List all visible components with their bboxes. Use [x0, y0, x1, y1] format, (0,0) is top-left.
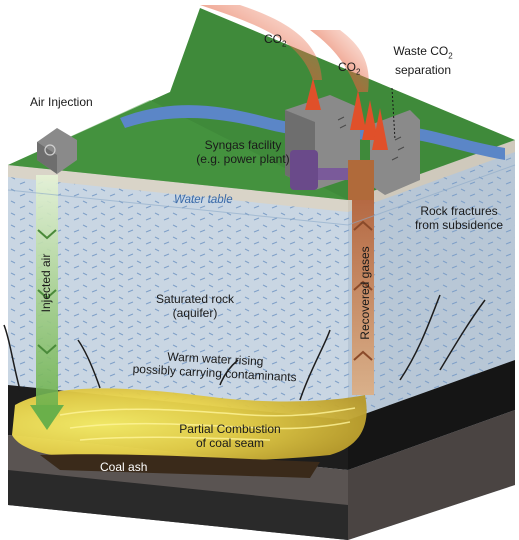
grass-highlight	[8, 100, 348, 200]
smoke-plume-left	[200, 5, 322, 80]
facility-pipe	[318, 168, 348, 180]
waste-co2-leader-line	[391, 87, 396, 141]
injected-air-arrowhead	[30, 405, 64, 430]
water-table-label: Water table	[174, 194, 233, 206]
partial-combustion-label: Partial Combustion of coal seam	[179, 422, 281, 450]
recovered-gases-label: Recovered gases	[358, 246, 372, 340]
soil-front	[8, 165, 348, 212]
recovery-well	[352, 175, 374, 395]
recovered-gases-shaft	[352, 175, 374, 395]
smoke-plume-right	[310, 30, 369, 92]
combustion-streaks	[59, 407, 356, 441]
coal-seam-side	[348, 360, 515, 470]
waste-co2-label: Waste CO2 separation	[393, 44, 453, 78]
rock-fractures	[3, 294, 486, 401]
saturated-rock-label: Saturated rock (aquifer)	[155, 292, 235, 320]
smokestack-2	[350, 90, 366, 130]
injected-air-chevrons	[37, 229, 57, 355]
bedrock-side	[348, 410, 515, 540]
syngas-facility-label: Syngas facility (e.g. power plant)	[196, 138, 290, 166]
smokestack-1	[305, 78, 321, 110]
coal-ash-layer	[40, 454, 320, 478]
co2-right-label: CO2	[338, 60, 361, 77]
rock-fractures-label: Rock fractures from subsidence	[414, 204, 504, 232]
lower-coal-front	[8, 470, 348, 540]
air-injection-well	[30, 128, 77, 430]
facility-tank	[290, 150, 318, 190]
facility-markings	[337, 116, 405, 161]
smokestack-3	[362, 100, 378, 140]
coal-ash-label: Coal ash	[100, 460, 148, 474]
air-injection-label: Air Injection	[30, 95, 93, 109]
injected-air-label: Injected air	[39, 253, 53, 313]
smokestack-4	[372, 108, 388, 150]
recovered-gases-chevrons	[353, 220, 373, 361]
co2-left-label: CO2	[264, 32, 287, 49]
soil-side	[348, 140, 515, 212]
water-table-line	[7, 164, 516, 226]
facility-processor	[348, 160, 374, 200]
smokestacks	[305, 78, 388, 150]
fan-icon	[44, 144, 56, 156]
